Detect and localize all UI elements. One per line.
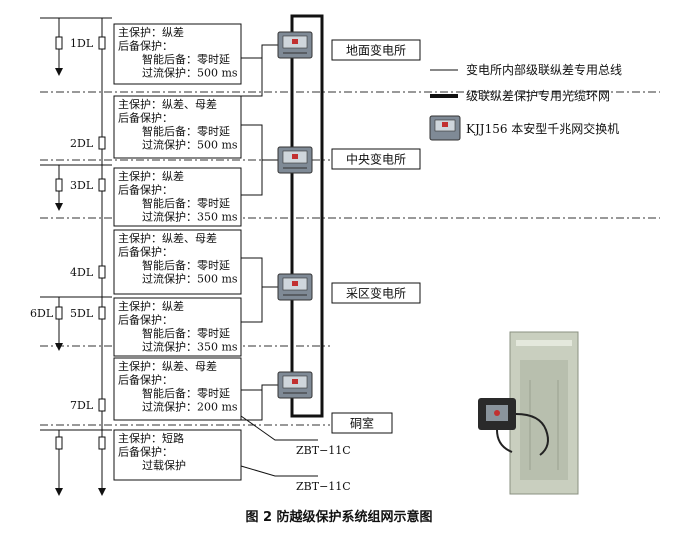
station-label: 中央变电所 (331, 148, 421, 170)
internal-bus-lines (241, 44, 278, 421)
protection-line: 过流保护：350 ms (142, 210, 238, 224)
breaker-symbol (98, 436, 106, 450)
protection-line: 后备保护： (118, 183, 173, 197)
device-labels: ZBT−11C ZBT−11C (296, 444, 351, 493)
feeders (58, 18, 103, 490)
protection-line: 主保护：纵差、母差 (118, 359, 217, 373)
protection-line: 过载保护 (142, 458, 186, 472)
protection-line: 过流保护：500 ms (142, 272, 238, 286)
station-label: 硐室 (331, 412, 393, 434)
breaker-label: 2DL (70, 137, 94, 150)
network-switch-icon (277, 146, 313, 174)
protection-line: 后备保护： (118, 111, 173, 125)
protection-line: 智能后备：零时延 (142, 52, 230, 66)
legend-switch-label: KJJ156 本安型千兆网交换机 (466, 121, 619, 136)
fiber-ring (290, 14, 324, 418)
device-model-label: ZBT−11C (296, 444, 351, 457)
breaker-symbol (98, 306, 106, 320)
station-name: 地面变电所 (346, 43, 406, 58)
protection-line: 后备保护： (118, 313, 173, 327)
protection-line: 智能后备：零时延 (142, 386, 230, 400)
breaker-symbol (55, 178, 63, 192)
network-switch-icon (277, 273, 313, 301)
figure-caption: 图 2 防越级保护系统组网示意图 (245, 509, 432, 525)
protection-line: 智能后备：零时延 (142, 258, 230, 272)
breaker-symbols (55, 36, 106, 450)
station-label: 采区变电所 (331, 282, 421, 304)
protection-line: 过流保护：350 ms (142, 340, 238, 354)
protection-line: 主保护：纵差 (118, 169, 184, 183)
protection-line: 过流保护：500 ms (142, 66, 238, 80)
breaker-labels: 1DL 2DL 3DL 4DL 5DL 6DL 7DL (30, 37, 94, 412)
protection-line: 主保护：纵差、母差 (118, 97, 217, 111)
breaker-label: 5DL (70, 307, 94, 320)
protection-line: 后备保护： (118, 245, 173, 259)
station-label: 地面变电所 (331, 39, 421, 61)
legend-switch-icon (429, 115, 461, 141)
protection-line: 主保护：纵差 (118, 25, 184, 39)
protection-line: 主保护：短路 (118, 431, 184, 445)
protection-line: 主保护：纵差 (118, 299, 184, 313)
breaker-symbol (98, 398, 106, 412)
breaker-label: 4DL (70, 266, 94, 279)
busbars (40, 17, 112, 431)
breaker-label: 7DL (70, 399, 94, 412)
protection-line: 后备保护： (118, 39, 173, 53)
breaker-symbol (98, 178, 106, 192)
protection-line: 过流保护：200 ms (142, 400, 238, 414)
switches (277, 31, 313, 399)
breaker-label: 1DL (70, 37, 94, 50)
protection-line: 过流保护：500 ms (142, 138, 238, 152)
protection-line: 主保护：纵差、母差 (118, 231, 217, 245)
breaker-symbol (98, 265, 106, 279)
breaker-label: 3DL (70, 179, 94, 192)
station-name: 中央变电所 (346, 152, 406, 167)
device-pointer-lines (240, 415, 318, 477)
feeder-arrows (55, 68, 106, 496)
network-switch-icon (277, 31, 313, 59)
breaker-label: 6DL (30, 307, 54, 320)
device-model-label: ZBT−11C (296, 480, 351, 493)
protection-line: 智能后备：零时延 (142, 196, 230, 210)
legend-thick-label: 级联纵差保护专用光缆环网 (466, 88, 610, 103)
protection-line: 后备保护： (118, 373, 173, 387)
breaker-symbol (98, 136, 106, 150)
protection-line: 智能后备：零时延 (142, 326, 230, 340)
legend-thin-label: 变电所内部级联纵差专用总线 (466, 62, 622, 77)
breaker-symbol (55, 436, 63, 450)
breaker-symbol (55, 306, 63, 320)
network-switch-icon (277, 371, 313, 399)
device-photo (478, 331, 579, 495)
breaker-symbol (55, 36, 63, 50)
station-name: 采区变电所 (346, 286, 406, 301)
protection-line: 后备保护： (118, 445, 173, 459)
station-name: 硐室 (350, 416, 374, 431)
protection-line: 智能后备：零时延 (142, 124, 230, 138)
breaker-symbol (98, 36, 106, 50)
